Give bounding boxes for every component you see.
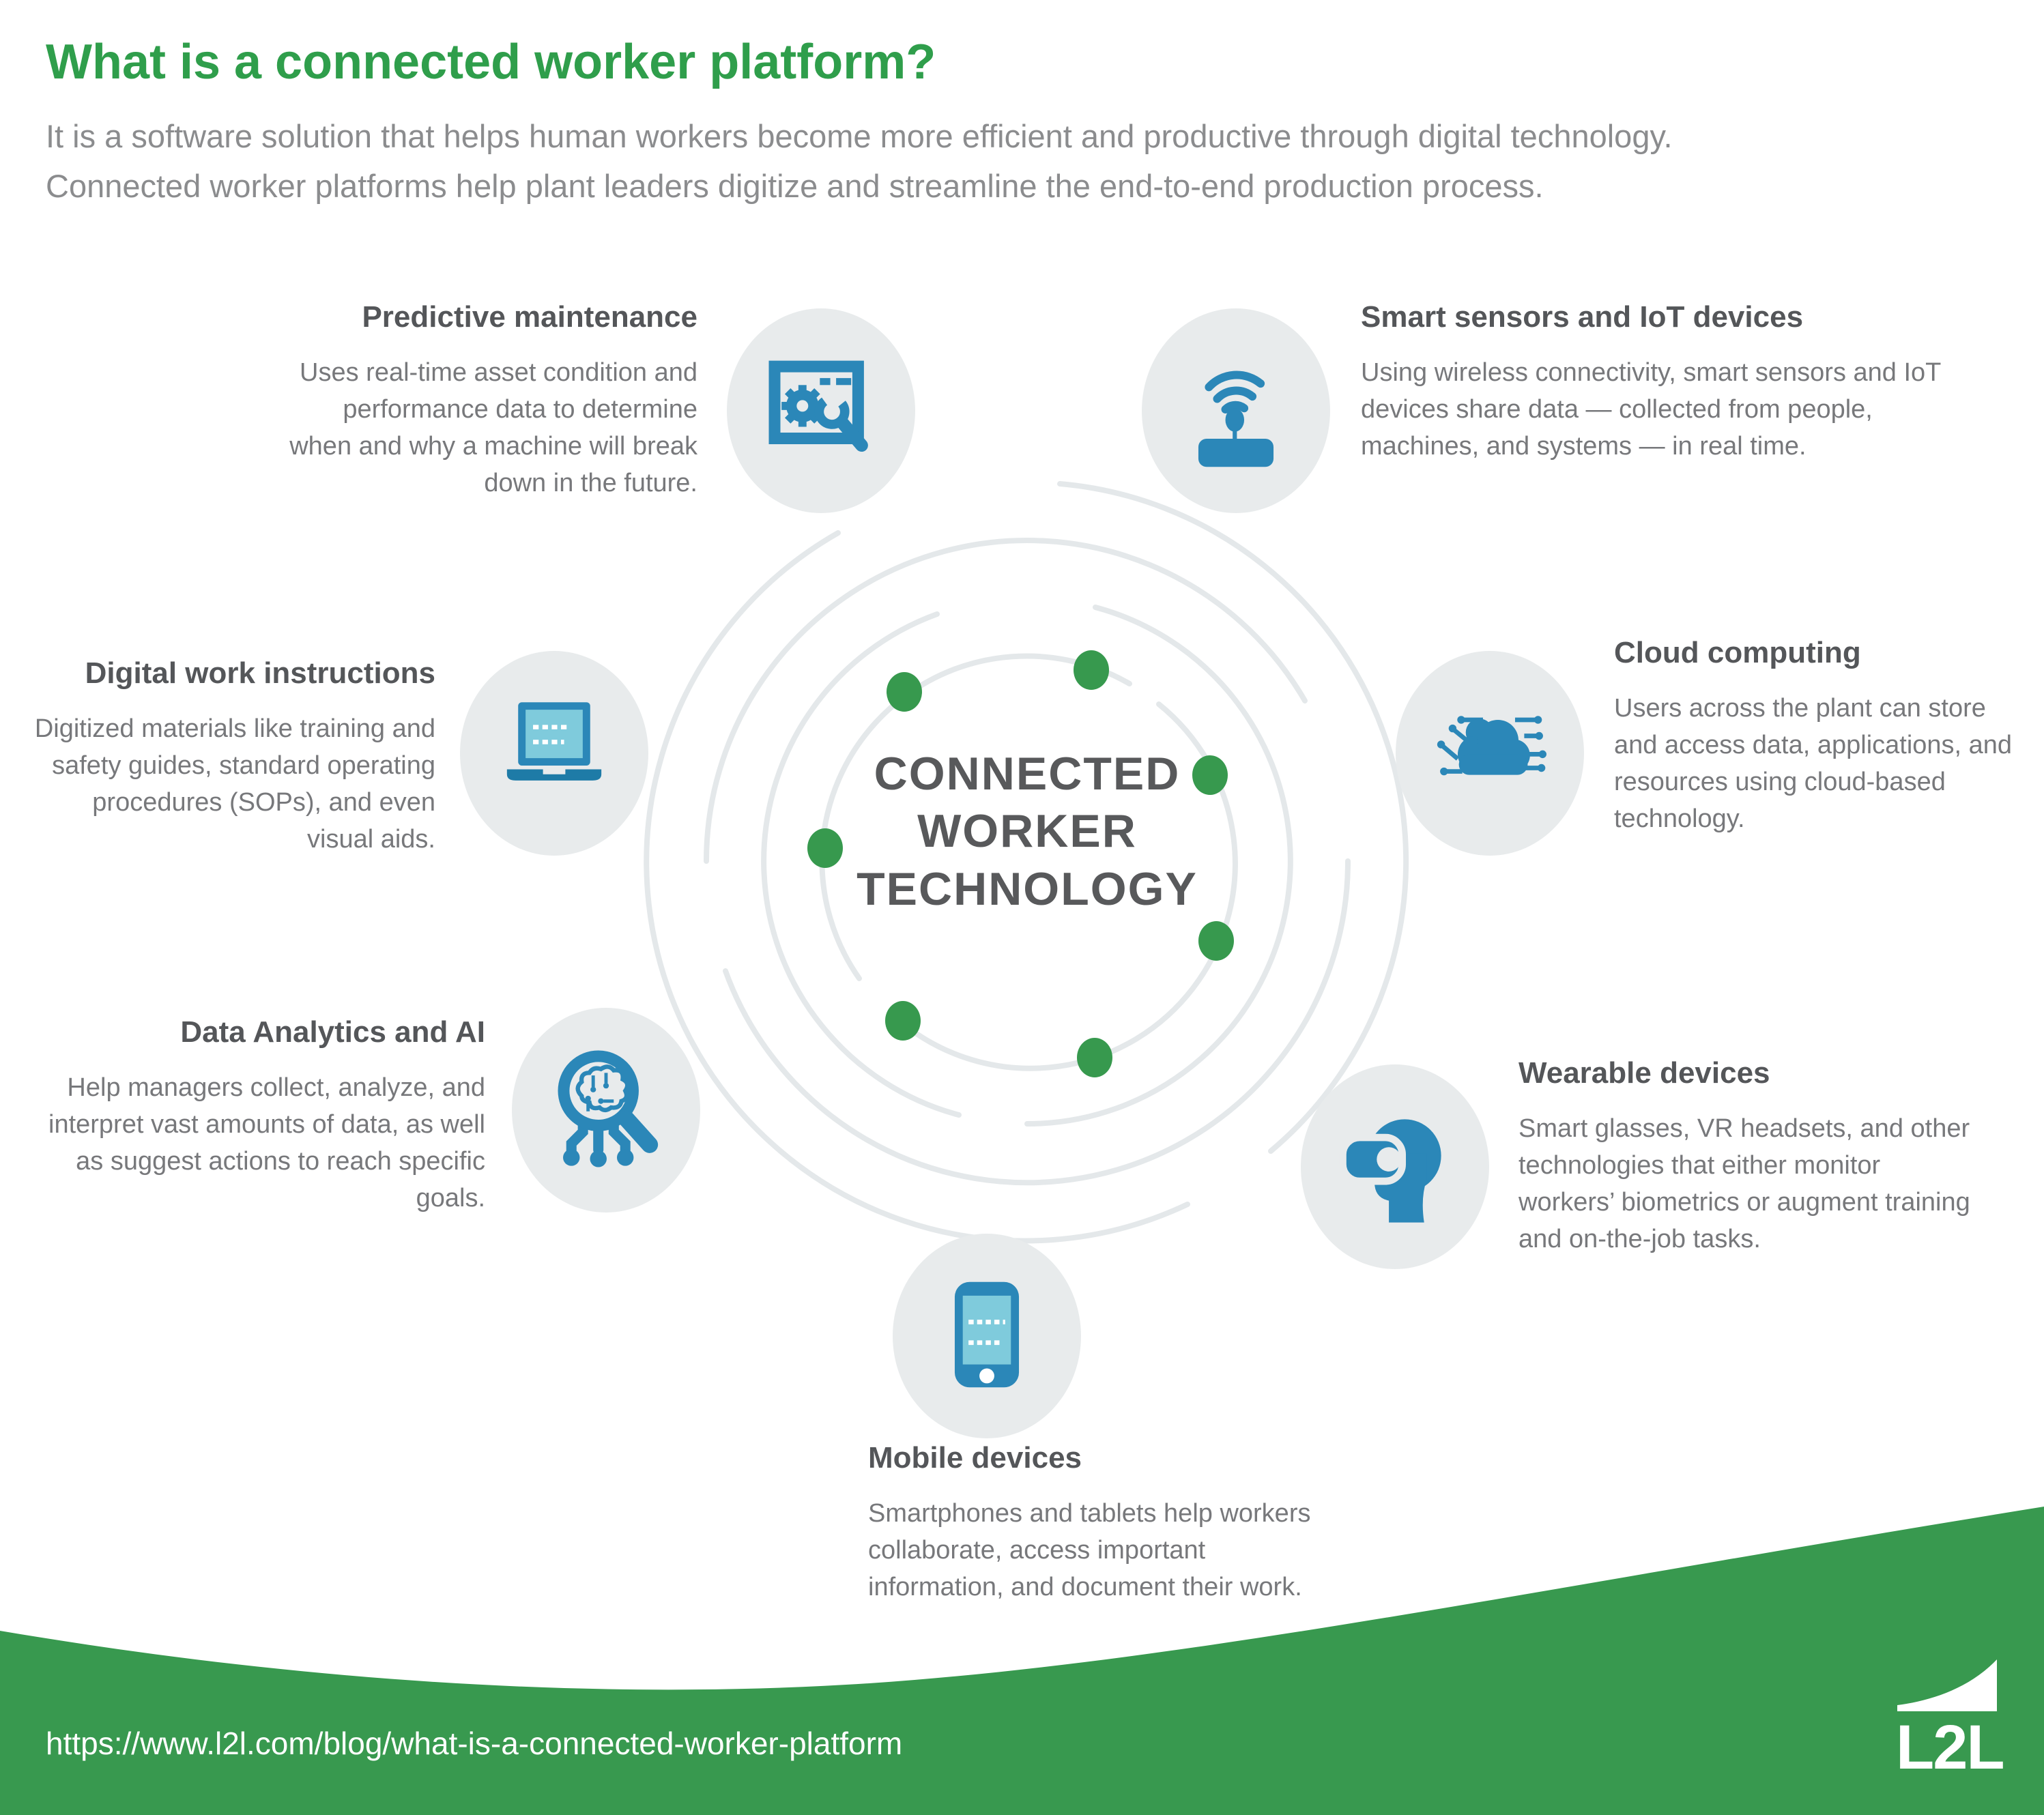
section-title: Cloud computing: [1614, 636, 1861, 669]
center-title: CONNECTED WORKER TECHNOLOGY: [857, 748, 1198, 915]
spiral-dot: [1198, 921, 1234, 961]
brain-magnifier-icon: [542, 1041, 670, 1180]
mobile-devices-circle: [893, 1234, 1081, 1438]
section-body: Digitized materials like training and sa…: [34, 714, 435, 854]
smart-sensors-text: Smart sensors and IoT devices Using wire…: [1361, 300, 1941, 465]
section-body: Users across the plant can store and acc…: [1614, 694, 2013, 833]
section-title: Digital work instructions: [85, 656, 435, 690]
spiral-dot: [885, 1001, 921, 1041]
section-body: Smart glasses, VR headsets, and other te…: [1518, 1114, 1970, 1253]
cloud-computing-circle: [1396, 651, 1584, 856]
mobile-devices-text: Mobile devices Smartphones and tablets h…: [868, 1441, 1346, 1606]
laptop-icon: [492, 690, 616, 817]
section-title: Data Analytics and AI: [180, 1015, 485, 1049]
predictive-maintenance-text: Predictive maintenance Uses real-time as…: [274, 300, 697, 502]
footer-wave: [0, 1507, 2044, 1815]
cloud-circuit-icon: [1426, 695, 1554, 813]
section-title: Mobile devices: [868, 1441, 1082, 1475]
spiral-dot: [807, 828, 843, 868]
section-body: Using wireless connectivity, smart senso…: [1361, 358, 1941, 461]
data-analytics-ai-text: Data Analytics and AI Help managers coll…: [42, 1015, 485, 1217]
wearable-devices-text: Wearable devices Smart glasses, VR heads…: [1518, 1056, 1976, 1258]
section-body: Help managers collect, analyze, and inte…: [48, 1073, 485, 1213]
spiral-dot: [1074, 650, 1109, 690]
digital-work-instructions-text: Digital work instructions Digitized mate…: [33, 656, 435, 858]
spiral-dot: [1077, 1038, 1112, 1077]
vr-headset-icon: [1334, 1100, 1456, 1234]
wifi-sensor-icon: [1177, 346, 1295, 476]
digital-work-instructions-circle: [460, 651, 648, 856]
spiral-dot: [1192, 755, 1228, 795]
data-analytics-ai-circle: [512, 1008, 700, 1213]
section-title: Smart sensors and IoT devices: [1361, 300, 1804, 334]
page-title: What is a connected worker platform?: [46, 35, 936, 89]
gear-magnifier-icon: [760, 351, 882, 471]
smart-sensors-circle: [1142, 308, 1330, 513]
spiral-dot: [887, 672, 922, 712]
cloud-computing-text: Cloud computing Users across the plant c…: [1614, 636, 2017, 838]
section-title: Predictive maintenance: [362, 300, 697, 334]
wearable-devices-circle: [1301, 1064, 1489, 1269]
l2l-logo: L2L: [1896, 1659, 2005, 1782]
section-title: Wearable devices: [1518, 1056, 1770, 1090]
section-body: Uses real-time asset condition and perfo…: [289, 358, 697, 497]
l2l-logo-text: L2L: [1896, 1713, 2005, 1782]
section-body: Smartphones and tablets help workers col…: [868, 1499, 1311, 1601]
footer-url[interactable]: https://www.l2l.com/blog/what-is-a-conne…: [46, 1726, 903, 1761]
predictive-maintenance-circle: [727, 308, 915, 513]
page-subtitle: It is a software solution that helps hum…: [46, 118, 1673, 205]
growth-curve-icon: [1897, 1659, 1997, 1714]
tablet-icon: [930, 1270, 1044, 1402]
